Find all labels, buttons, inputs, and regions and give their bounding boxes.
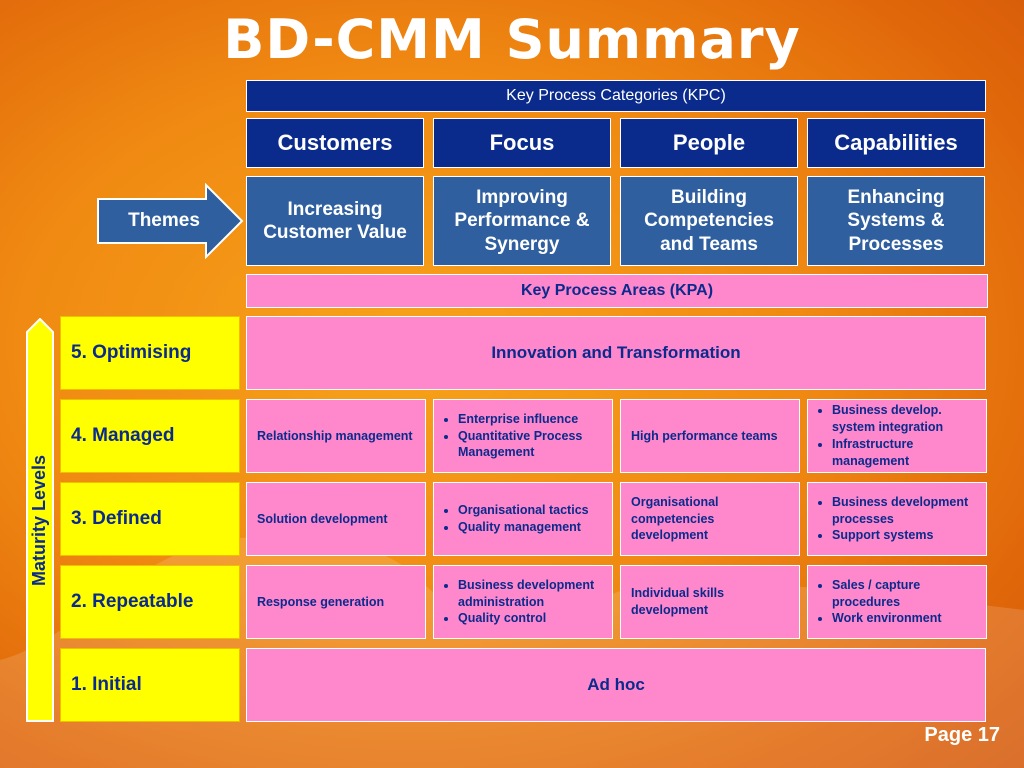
kpa-l3-capabilities: Business development processes Support s… bbox=[807, 482, 987, 556]
maturity-axis-text: Maturity Levels bbox=[29, 454, 50, 586]
kpa-innovation-transformation: Innovation and Transformation bbox=[246, 316, 986, 390]
theme-focus: Improving Performance & Synergy bbox=[433, 176, 611, 266]
level-3-defined: 3. Defined bbox=[60, 482, 240, 556]
kpa-text: Response generation bbox=[257, 594, 385, 609]
kpa-bullet: Infrastructure management bbox=[832, 436, 976, 470]
themes-label: Themes bbox=[128, 210, 200, 231]
kpa-bullet: Business development processes bbox=[832, 494, 976, 528]
kpa-l4-focus: Enterprise influence Quantitative Proces… bbox=[433, 399, 613, 473]
kpa-l4-capabilities: Business develop. system integration Inf… bbox=[807, 399, 987, 473]
kpa-l3-customers: Solution development bbox=[246, 482, 426, 556]
category-focus: Focus bbox=[433, 118, 611, 168]
kpa-l3-focus: Organisational tactics Quality managemen… bbox=[433, 482, 613, 556]
kpa-bullet: Enterprise influence bbox=[458, 411, 602, 428]
kpa-l2-customers: Response generation bbox=[246, 565, 426, 639]
kpa-l3-people: Organisational competencies development bbox=[620, 482, 800, 556]
themes-arrow-icon bbox=[97, 183, 244, 259]
kpa-l4-customers: Relationship management bbox=[246, 399, 426, 473]
kpa-l4-people: High performance teams bbox=[620, 399, 800, 473]
kpa-bullet: Business develop. system integration bbox=[832, 402, 976, 436]
kpa-bullet: Sales / capture procedures bbox=[832, 577, 976, 611]
kpa-bullet: Quality control bbox=[458, 610, 602, 627]
theme-capabilities: Enhancing Systems & Processes bbox=[807, 176, 985, 266]
kpa-text: High performance teams bbox=[631, 428, 778, 443]
level-5-optimising: 5. Optimising bbox=[60, 316, 240, 390]
theme-customers: Increasing Customer Value bbox=[246, 176, 424, 266]
kpa-text: Organisational competencies development bbox=[631, 494, 719, 543]
kpa-header: Key Process Areas (KPA) bbox=[246, 274, 988, 308]
kpa-bullet: Business development administration bbox=[458, 577, 602, 611]
kpa-text: Individual skills development bbox=[631, 586, 725, 617]
level-1-initial: 1. Initial bbox=[60, 648, 240, 722]
kpa-bullet: Work environment bbox=[832, 610, 976, 627]
category-capabilities: Capabilities bbox=[807, 118, 985, 168]
kpa-l2-focus: Business development administration Qual… bbox=[433, 565, 613, 639]
category-customers: Customers bbox=[246, 118, 424, 168]
level-4-managed: 4. Managed bbox=[60, 399, 240, 473]
page-title: BD-CMM Summary bbox=[223, 8, 801, 71]
kpa-l2-capabilities: Sales / capture procedures Work environm… bbox=[807, 565, 987, 639]
maturity-axis-label: Maturity Levels bbox=[26, 318, 54, 722]
kpa-bullet: Support systems bbox=[832, 527, 976, 544]
background-decoration bbox=[0, 537, 1024, 768]
kpa-bullet: Quality management bbox=[458, 519, 589, 536]
page-number: Page 17 bbox=[924, 724, 1000, 746]
maturity-arrow-icon bbox=[26, 318, 54, 722]
kpa-bullet: Organisational tactics bbox=[458, 502, 589, 519]
kpa-ad-hoc: Ad hoc bbox=[246, 648, 986, 722]
kpa-text: Solution development bbox=[257, 511, 388, 526]
kpa-bullet: Quantitative Process Management bbox=[458, 428, 602, 462]
theme-people: Building Competencies and Teams bbox=[620, 176, 798, 266]
kpc-header: Key Process Categories (KPC) bbox=[246, 80, 986, 112]
category-people: People bbox=[620, 118, 798, 168]
kpa-text: Relationship management bbox=[257, 428, 413, 443]
level-2-repeatable: 2. Repeatable bbox=[60, 565, 240, 639]
kpa-l2-people: Individual skills development bbox=[620, 565, 800, 639]
